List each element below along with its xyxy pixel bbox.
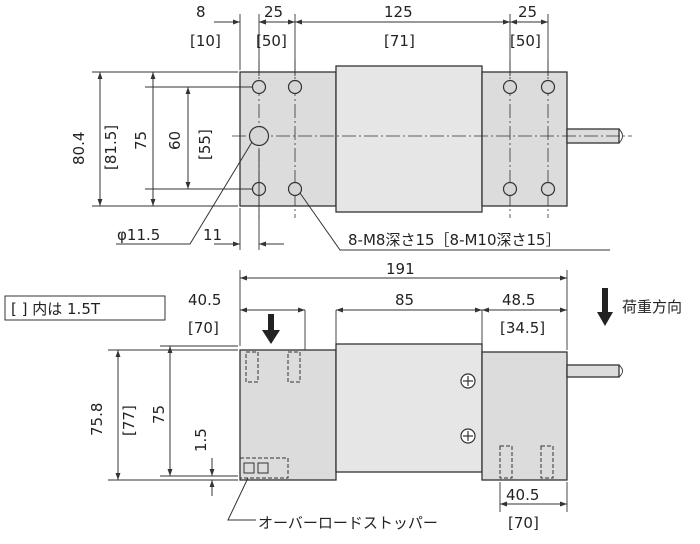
dim-40-5-alt-label: [70] [188, 319, 219, 337]
side-view: オーバーロードストッパー 191 40.5 [70] 85 48.5 [34.5… [88, 260, 623, 532]
dim-75-top-label: 75 [132, 131, 150, 150]
dim-85-label: 85 [395, 291, 414, 309]
dim-48-5-label: 48.5 [502, 291, 535, 309]
side-center-body [335, 343, 483, 473]
dim-75-8-label: 75.8 [88, 403, 106, 436]
dim-1-5-label: 1.5 [192, 428, 210, 452]
dim-8-alt-label: [10] [190, 32, 221, 50]
bracket-note-label: [ ] 内は 1.5T [11, 300, 101, 318]
top-right-mount-block [481, 71, 568, 207]
dim-25-right-label: 25 [518, 3, 537, 21]
side-right-block [481, 351, 568, 481]
dim-75-side-label: 75 [150, 405, 168, 424]
bracket-note-box: [ ] 内は 1.5T [4, 295, 166, 321]
side-cable [566, 364, 620, 378]
center-through-hole [248, 125, 270, 147]
dim-80-4-label: 80.4 [70, 132, 88, 165]
load-direction-arrow-icon [597, 288, 613, 326]
overload-stopper [239, 457, 289, 479]
thread-note-label: 8-M8深さ15［8-M10深さ15］ [348, 231, 561, 249]
dim-75-8-alt-label: [77] [120, 405, 138, 436]
dim-48-5-alt-label: [34.5] [500, 319, 545, 337]
dim-60-label: 60 [166, 131, 184, 150]
side-load-arrow-icon [262, 314, 280, 344]
top-view: 8 [10] 25 [50] 125 [71] 25 [50] 80.4 [81… [70, 3, 632, 251]
dim-phi-label: φ11.5 [117, 226, 160, 244]
dim-191-label: 191 [386, 260, 415, 278]
dim-40-5-bottom-alt-label: [70] [508, 514, 539, 532]
dim-80-4-alt-label: [81.5] [102, 125, 120, 170]
dim-8-label: 8 [196, 3, 206, 21]
dim-25-left-alt-label: [50] [256, 32, 287, 50]
dim-60-alt-label: [55] [196, 129, 214, 160]
load-direction-label: 荷重方向 [622, 298, 682, 316]
top-cable-end [618, 128, 623, 144]
dim-25-right-alt-label: [50] [510, 32, 541, 50]
side-tapped-holes [245, 351, 554, 479]
dim-40-5-label: 40.5 [188, 291, 221, 309]
dim-11-label: 11 [203, 226, 222, 244]
dim-125-alt-label: [71] [384, 32, 415, 50]
load-direction: 荷重方向 [597, 288, 682, 326]
side-screw-icons [460, 373, 476, 444]
dim-40-5-bottom-label: 40.5 [506, 486, 539, 504]
top-bolt-holes [248, 79, 556, 197]
top-center-body [335, 65, 483, 213]
stopper-label: オーバーロードストッパー [258, 514, 438, 532]
dim-125-label: 125 [384, 3, 413, 21]
dim-25-left-label: 25 [264, 3, 283, 21]
